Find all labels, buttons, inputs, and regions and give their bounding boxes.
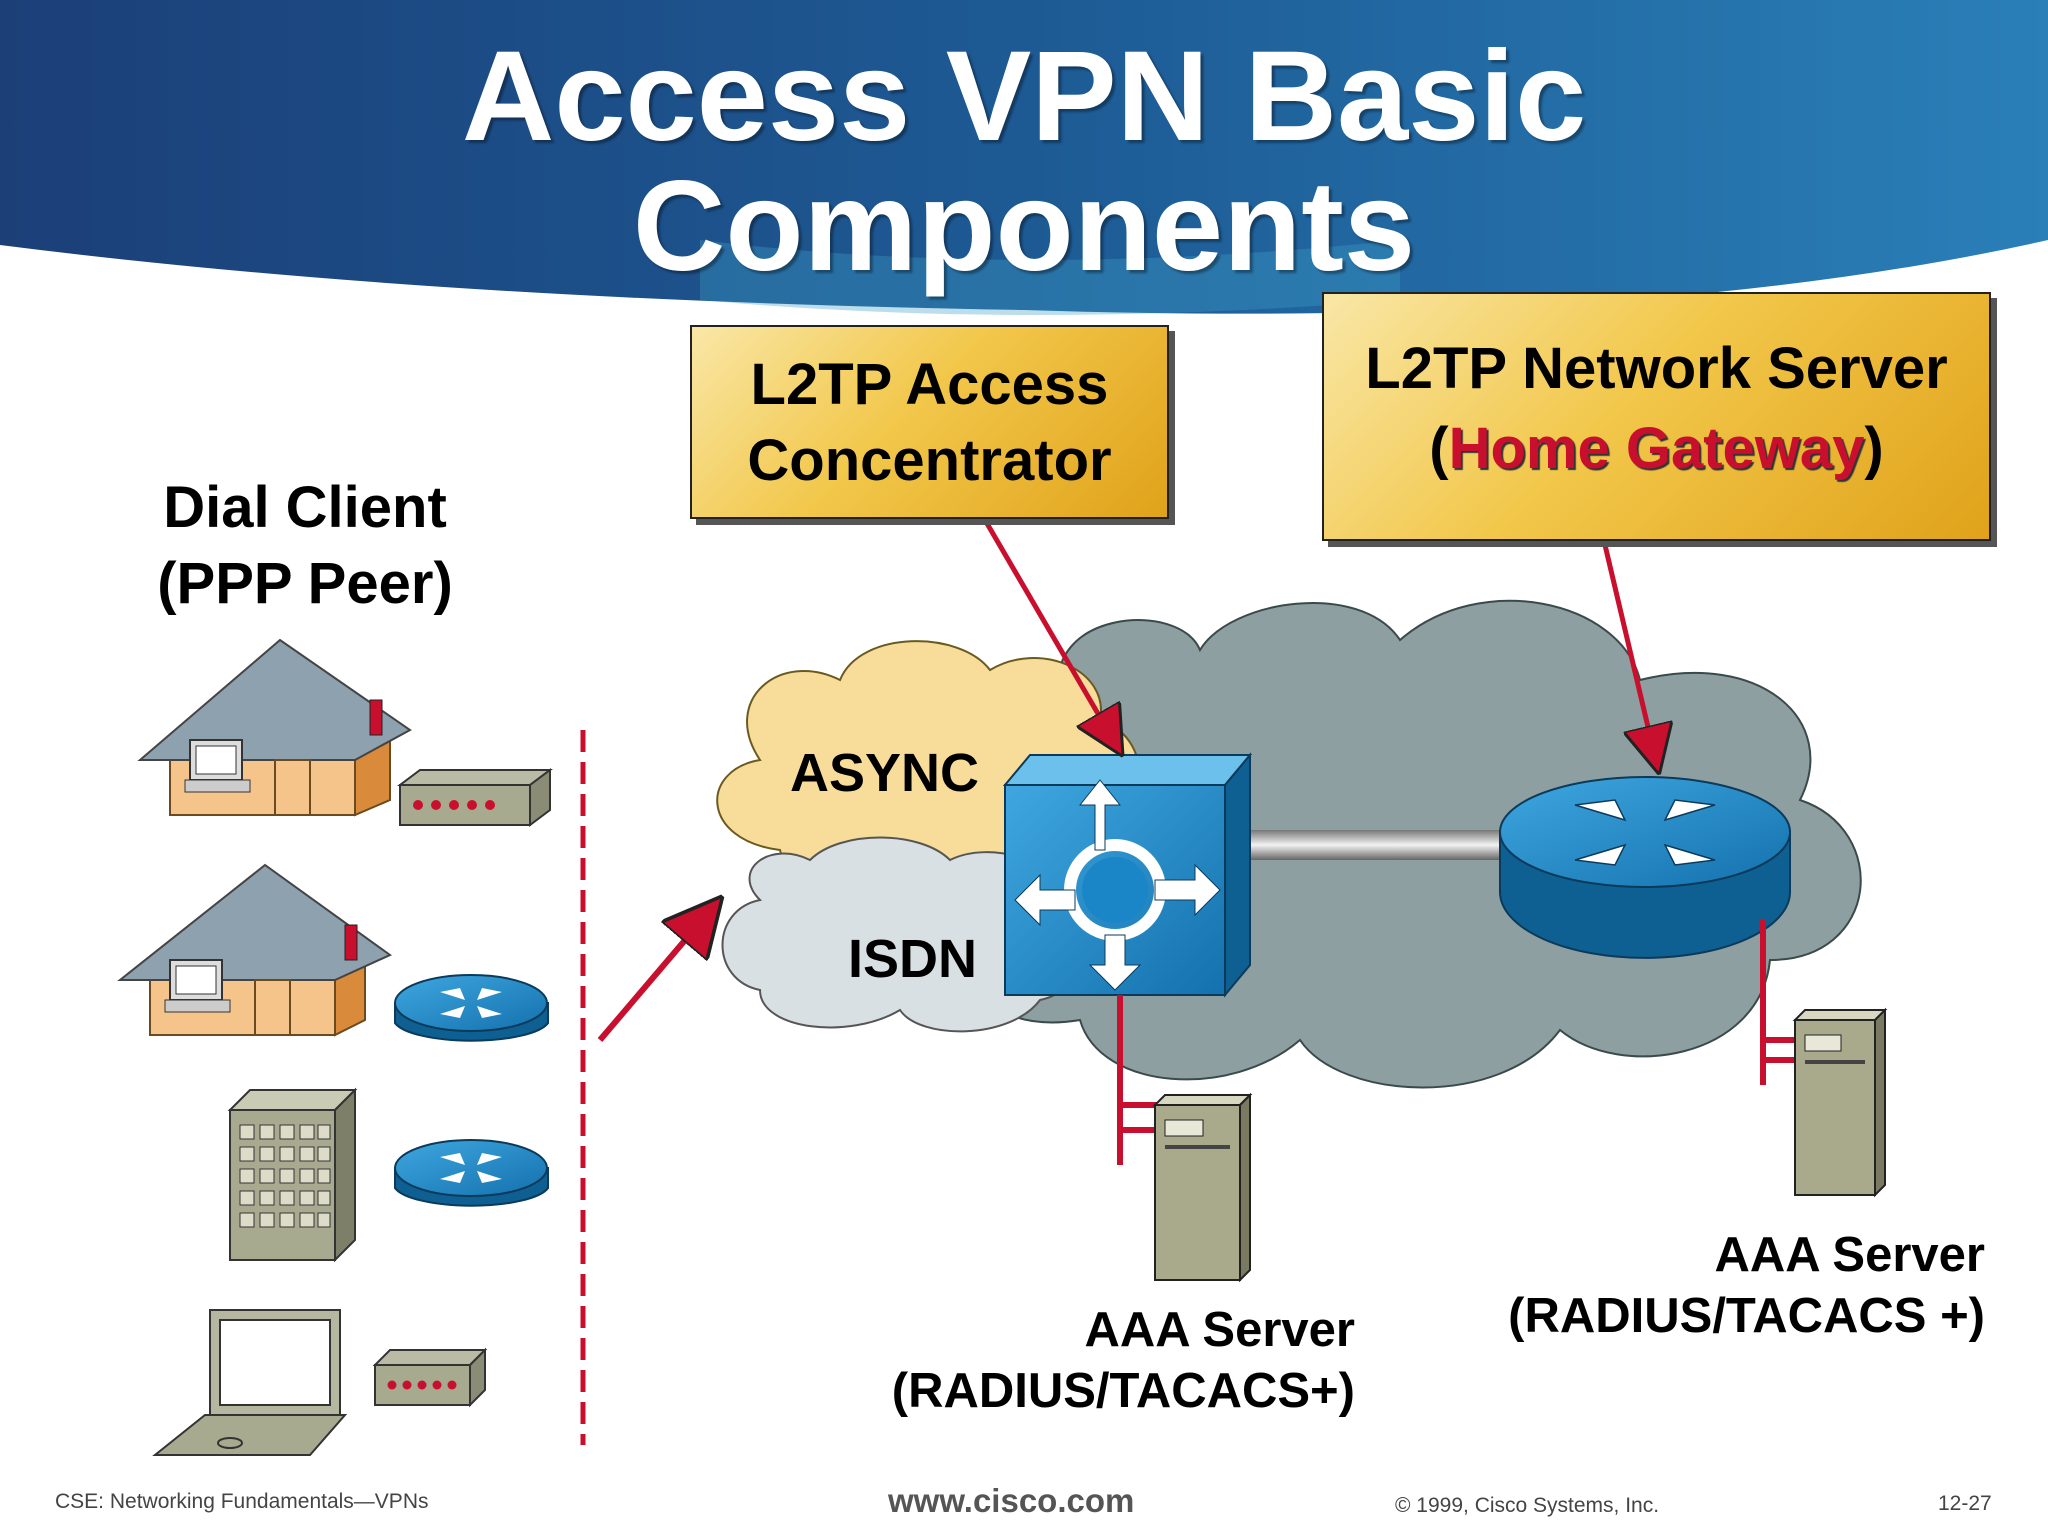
branch-office-building-icon	[227, 1087, 358, 1263]
home-user-icon	[137, 638, 412, 817]
lns-paren-close: )	[1864, 416, 1884, 481]
isdn-label: ISDN	[848, 929, 978, 989]
aaa-right-line-1: AAA Server	[1714, 1228, 1985, 1282]
aaa-left-line-1: AAA Server	[1084, 1303, 1355, 1357]
aaa-server-left-label: AAA Server (RADIUS/TACACS+)	[860, 1300, 1355, 1422]
router-icon	[394, 974, 549, 1042]
dial-client-label: Dial Client (PPP Peer)	[120, 470, 490, 622]
lns-router-icon	[1499, 776, 1791, 959]
lns-callout: L2TP Network Server (Home Gateway)	[1322, 292, 1991, 541]
lac-callout: L2TP Access Concentrator	[690, 325, 1169, 519]
footer-copyright: © 1999, Cisco Systems, Inc.	[1395, 1494, 1660, 1517]
aaa-right-link	[1760, 920, 1800, 1085]
lac-callout-line-2: Concentrator	[747, 428, 1112, 493]
lns-pointer-arrow	[1602, 544, 1657, 765]
page-title: Access VPN Basic	[461, 25, 1587, 168]
lac-switch-icon	[1002, 752, 1253, 998]
trunk-link	[1245, 830, 1505, 860]
lns-callout-line-2: (Home Gateway)	[1324, 409, 1989, 489]
header-banner	[0, 0, 2048, 314]
dial-in-arrow	[597, 905, 715, 1042]
footer-page-number: 12-27	[1938, 1492, 1992, 1515]
aaa-server-left-icon	[1152, 1092, 1253, 1283]
home-gateway-highlight: Home Gateway	[1448, 416, 1865, 481]
dial-client-line-2: (PPP Peer)	[157, 551, 453, 616]
footer-course: CSE: Networking Fundamentals—VPNs	[55, 1490, 429, 1513]
lac-pointer-arrow	[982, 518, 1118, 748]
aaa-server-right-label: AAA Server (RADIUS/TACACS +)	[1460, 1225, 1985, 1347]
home-office-icon	[117, 863, 392, 1037]
modem-icon	[372, 1347, 488, 1408]
lac-callout-line-1: L2TP Access	[750, 352, 1109, 417]
aaa-right-line-2: (RADIUS/TACACS +)	[1508, 1289, 1985, 1343]
aaa-left-link	[1117, 995, 1160, 1165]
header-banner-highlight	[700, 240, 1400, 315]
modem-icon	[397, 768, 553, 827]
lns-paren-open: (	[1429, 416, 1449, 481]
page-title-line-2: Components	[632, 155, 1416, 298]
async-label: ASYNC	[790, 743, 980, 803]
router-icon	[394, 1139, 549, 1207]
aaa-left-line-2: (RADIUS/TACACS+)	[891, 1364, 1355, 1418]
aaa-server-right-icon	[1792, 1007, 1888, 1198]
lns-callout-line-1: L2TP Network Server	[1365, 336, 1948, 401]
footer-url[interactable]: www.cisco.com	[888, 1482, 1135, 1519]
dial-client-line-1: Dial Client	[163, 475, 447, 540]
laptop-icon	[152, 1309, 348, 1456]
